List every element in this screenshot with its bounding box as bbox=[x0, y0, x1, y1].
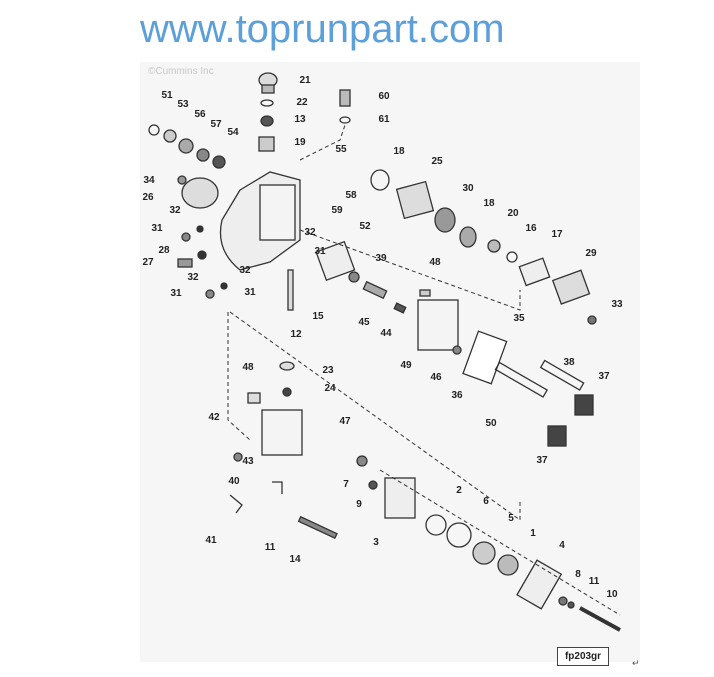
callout-53: 53 bbox=[177, 99, 189, 110]
callout-30: 30 bbox=[462, 183, 474, 194]
return-mark: ↵ bbox=[632, 658, 640, 668]
callout-27: 27 bbox=[142, 257, 154, 268]
callout-14: 14 bbox=[289, 554, 301, 565]
callout-54: 54 bbox=[227, 127, 239, 138]
callout-19: 19 bbox=[294, 137, 306, 148]
callout-43: 43 bbox=[242, 456, 254, 467]
callout-56: 56 bbox=[194, 109, 206, 120]
callout-4: 4 bbox=[559, 540, 565, 551]
callout-35: 35 bbox=[513, 313, 525, 324]
callout-55: 55 bbox=[335, 144, 347, 155]
callout-32: 32 bbox=[187, 272, 199, 283]
callout-25: 25 bbox=[431, 156, 443, 167]
callout-22: 22 bbox=[296, 97, 308, 108]
callout-11: 11 bbox=[588, 576, 600, 587]
callout-32: 32 bbox=[239, 265, 251, 276]
callout-51: 51 bbox=[161, 90, 173, 101]
callout-58: 58 bbox=[345, 190, 357, 201]
callout-33: 33 bbox=[611, 299, 623, 310]
callout-60: 60 bbox=[378, 91, 390, 102]
leader-lines bbox=[227, 124, 621, 616]
callout-40: 40 bbox=[228, 476, 240, 487]
copyright-text: ©Cummins Inc bbox=[148, 66, 214, 77]
callout-21: 21 bbox=[299, 75, 311, 86]
callout-5: 5 bbox=[508, 513, 514, 524]
callout-57: 57 bbox=[210, 119, 222, 130]
callout-13: 13 bbox=[294, 114, 306, 125]
cap-and-filter bbox=[258, 72, 351, 152]
callout-28: 28 bbox=[158, 245, 170, 256]
callout-47: 47 bbox=[339, 416, 351, 427]
callout-6: 6 bbox=[483, 496, 489, 507]
callout-18: 18 bbox=[483, 198, 495, 209]
callout-29: 29 bbox=[585, 248, 597, 259]
callout-38: 38 bbox=[563, 357, 575, 368]
callout-31: 31 bbox=[244, 287, 256, 298]
callout-9: 9 bbox=[356, 499, 362, 510]
callout-23: 23 bbox=[322, 365, 334, 376]
callout-42: 42 bbox=[208, 412, 220, 423]
callout-3: 3 bbox=[373, 537, 379, 548]
callout-50: 50 bbox=[485, 418, 497, 429]
callout-31: 31 bbox=[170, 288, 182, 299]
callout-41: 41 bbox=[205, 535, 217, 546]
callout-20: 20 bbox=[507, 208, 519, 219]
callout-34: 34 bbox=[143, 175, 155, 186]
callout-10: 10 bbox=[606, 589, 618, 600]
front-cover-stack bbox=[356, 455, 621, 632]
callout-61: 61 bbox=[378, 114, 390, 125]
callout-31: 31 bbox=[314, 246, 326, 257]
callout-44: 44 bbox=[380, 328, 392, 339]
callout-46: 46 bbox=[430, 372, 442, 383]
callout-15: 15 bbox=[312, 311, 324, 322]
callout-2: 2 bbox=[456, 485, 462, 496]
callout-32: 32 bbox=[304, 227, 316, 238]
callout-7: 7 bbox=[343, 479, 349, 490]
relief-valve bbox=[229, 361, 338, 540]
watermark: www.toprunpart.com bbox=[140, 7, 505, 51]
callout-32: 32 bbox=[169, 205, 181, 216]
callout-1: 1 bbox=[530, 528, 536, 539]
callout-48: 48 bbox=[429, 257, 441, 268]
callout-52: 52 bbox=[359, 221, 371, 232]
callout-12: 12 bbox=[290, 329, 302, 340]
callout-17: 17 bbox=[551, 229, 563, 240]
callout-39: 39 bbox=[375, 253, 387, 264]
callout-36: 36 bbox=[451, 390, 463, 401]
callout-49: 49 bbox=[400, 360, 412, 371]
housing bbox=[219, 171, 301, 271]
callout-16: 16 bbox=[525, 223, 537, 234]
callout-26: 26 bbox=[142, 192, 154, 203]
callout-37: 37 bbox=[536, 455, 548, 466]
callout-18: 18 bbox=[393, 146, 405, 157]
callout-11: 11 bbox=[264, 542, 276, 553]
callout-48: 48 bbox=[242, 362, 254, 373]
callout-31: 31 bbox=[151, 223, 163, 234]
bearing-stack bbox=[148, 124, 228, 299]
callout-45: 45 bbox=[358, 317, 370, 328]
drive-components bbox=[287, 169, 597, 447]
callout-59: 59 bbox=[331, 205, 343, 216]
callout-24: 24 bbox=[324, 383, 336, 394]
figure-code-box: fp203gr bbox=[557, 647, 609, 666]
callout-8: 8 bbox=[575, 569, 581, 580]
callout-37: 37 bbox=[598, 371, 610, 382]
